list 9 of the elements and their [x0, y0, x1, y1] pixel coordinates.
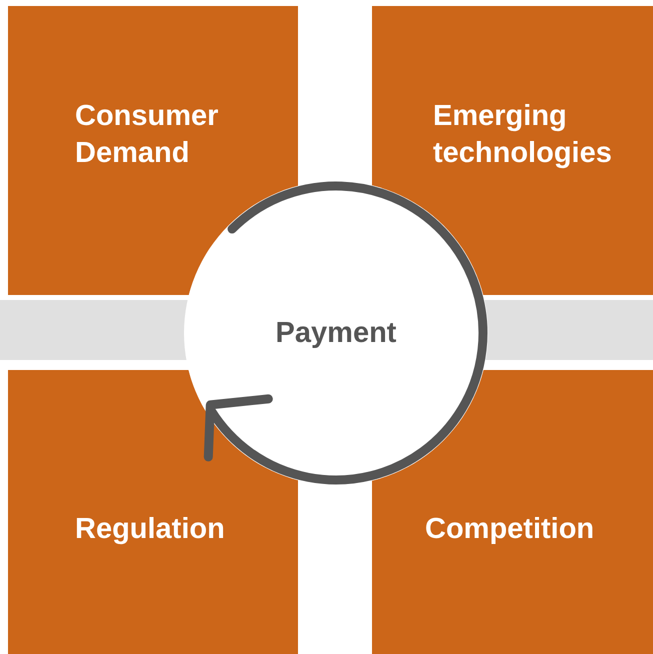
quadrant-title: Emerging technologies — [433, 99, 613, 171]
quadrant-panel — [8, 370, 298, 654]
quadrant-panel — [372, 370, 653, 654]
quadrant-title: Consumer Demand — [75, 99, 220, 171]
quadrant-panel — [8, 6, 298, 295]
quadrant-title: Regulation — [75, 512, 226, 547]
quadrant-title: Competition — [425, 512, 596, 547]
quadrant-panel — [372, 6, 653, 295]
center-label: Payment — [276, 316, 396, 351]
